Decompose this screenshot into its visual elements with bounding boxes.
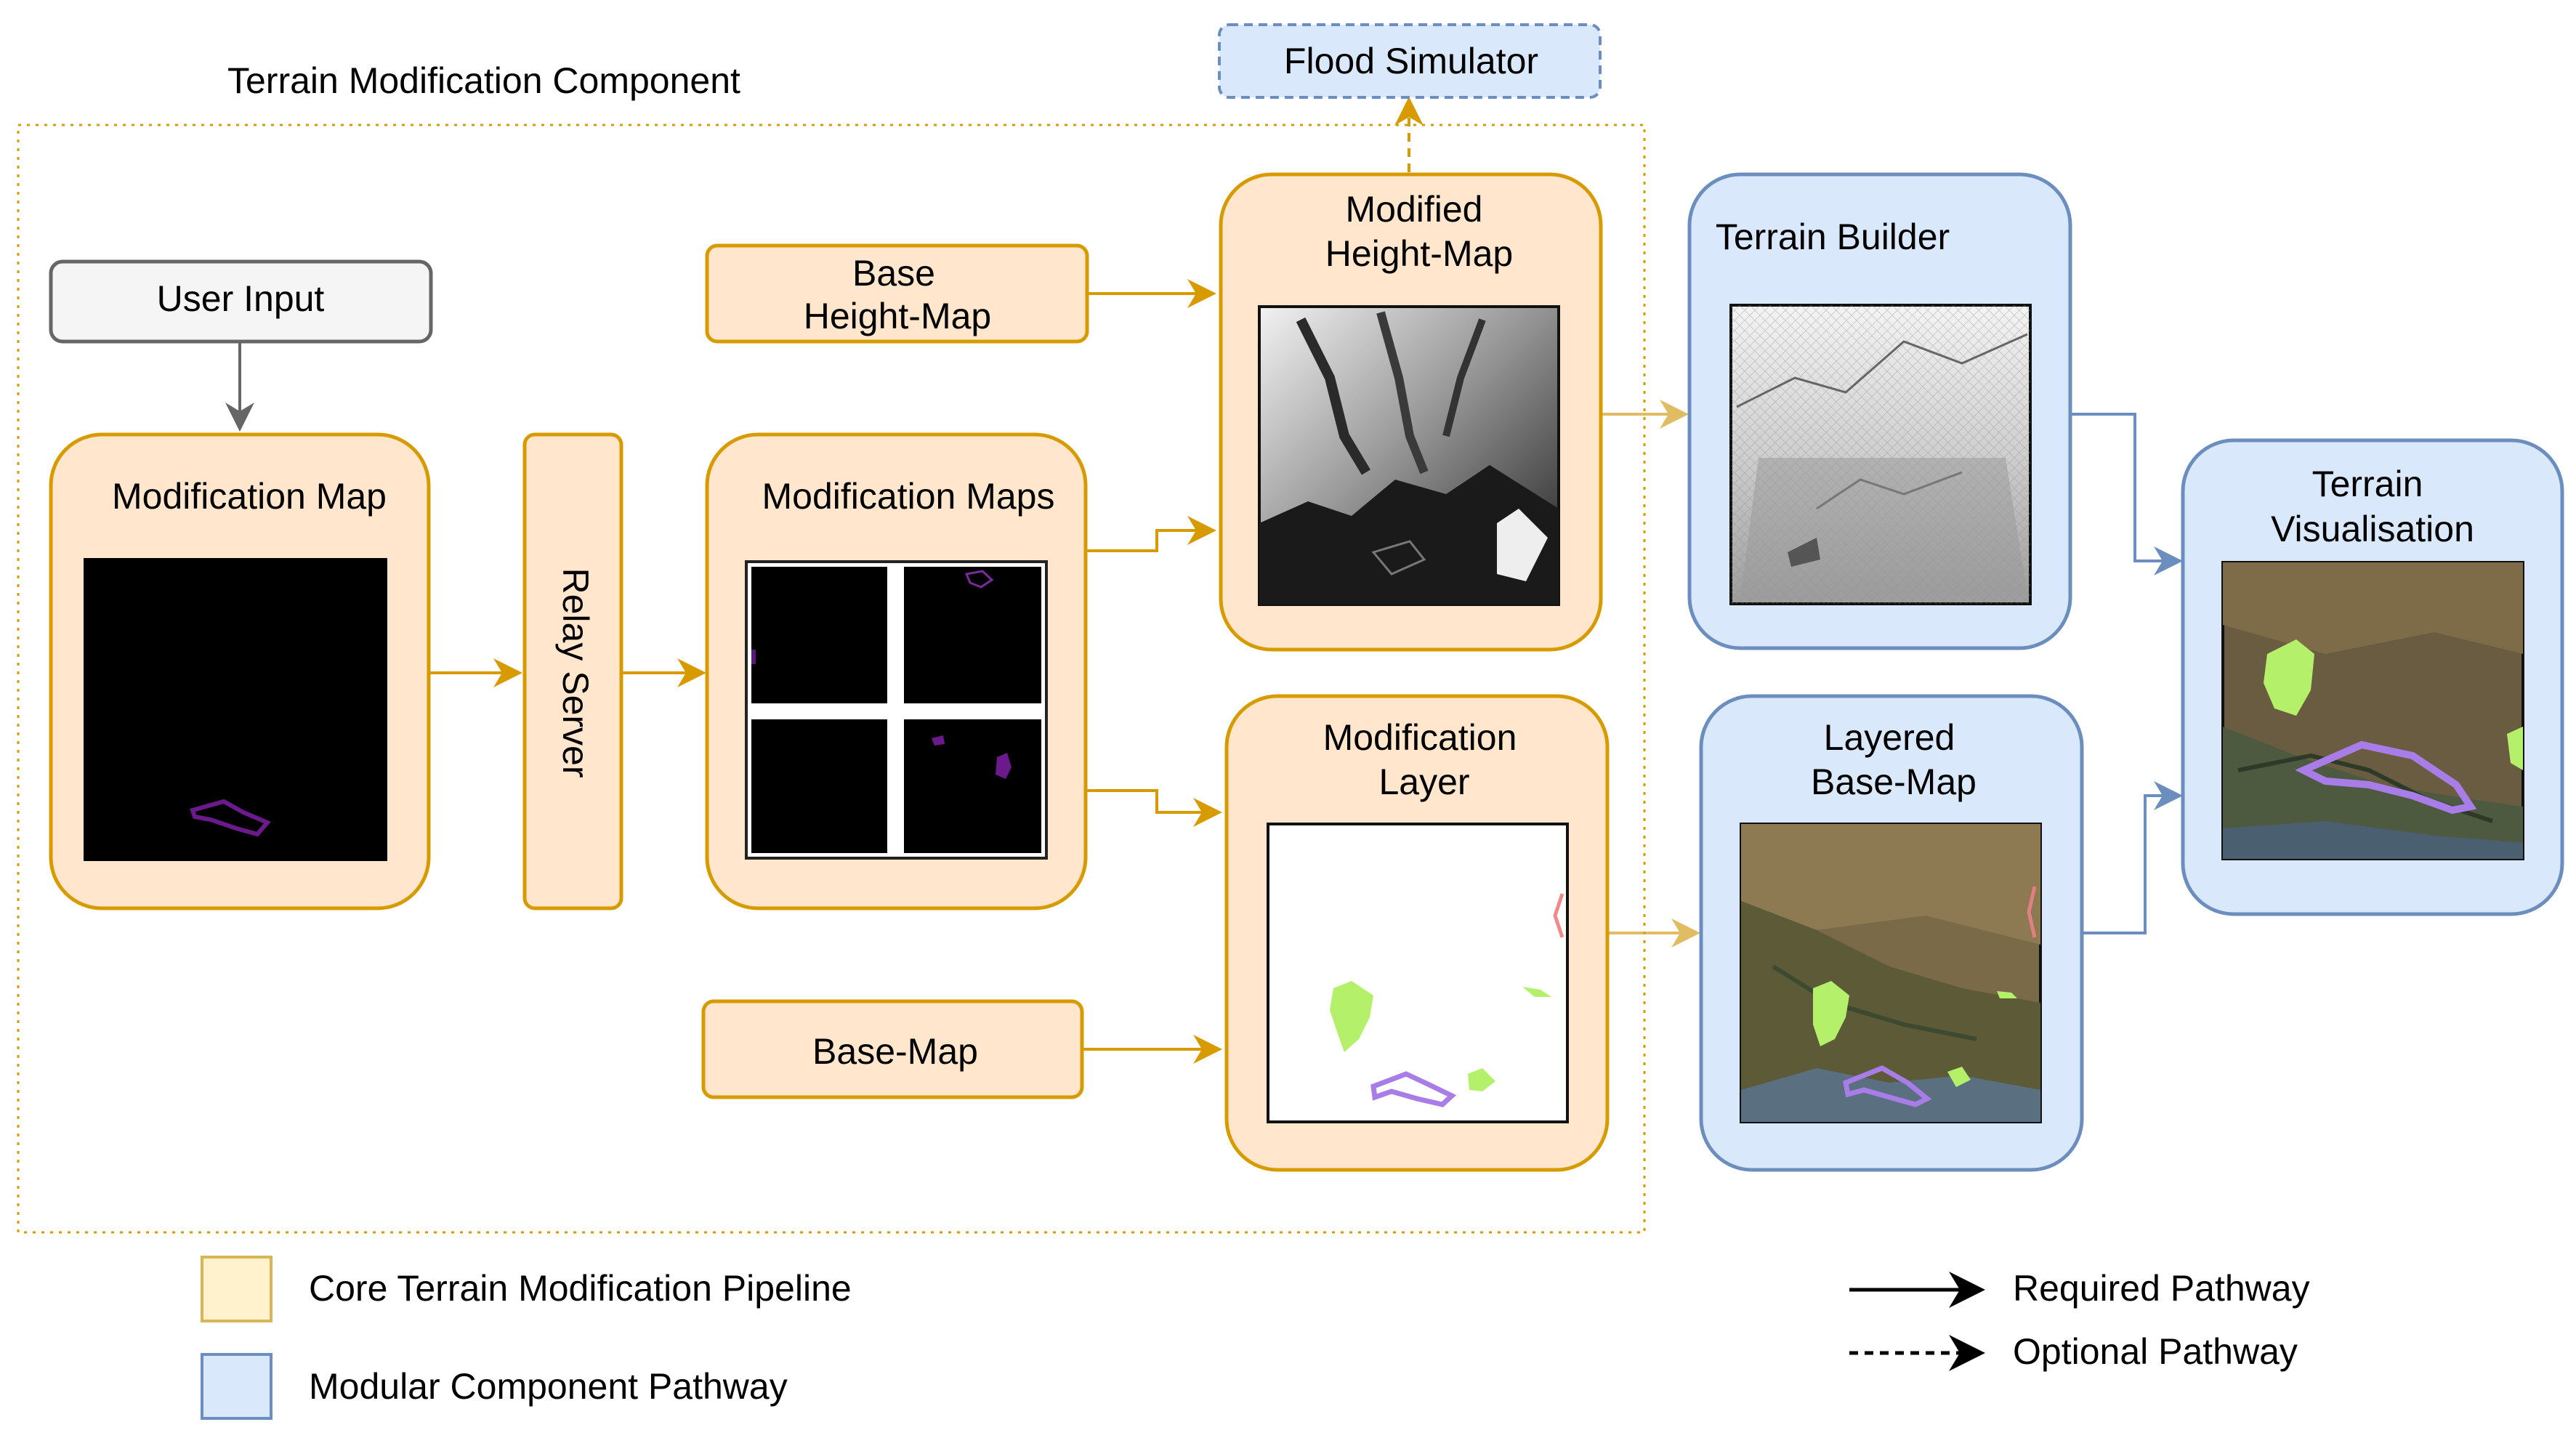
base-map-label: Base-Map [812,1031,978,1072]
modification-map-image [84,558,387,861]
modification-map-label: Modification Map [112,476,387,517]
legend: Core Terrain Modification Pipeline Modul… [201,1256,2310,1420]
terrain-visualisation-image [2221,561,2524,860]
modification-maps-image [745,560,1048,860]
modification-layer-node: Modification Layer [1224,694,1610,1172]
terrain-visualisation-node: Terrain Visualisation [2181,438,2564,916]
terrain-visualisation-label-line2: Visualisation [2271,509,2474,549]
modification-maps-node: Modification Maps [705,432,1088,910]
terrain-builder-node: Terrain Builder [1687,172,2072,650]
layered-base-map-node: Layered Base-Map [1699,694,2084,1172]
terrain-builder-label: Terrain Builder [1716,217,1950,257]
legend-core-label: Core Terrain Modification Pipeline [309,1268,852,1309]
layered-base-map-label-line2: Base-Map [1811,762,1977,802]
arrow-layered-base-map-to-visualisation [2082,781,2183,934]
modification-maps-label: Modification Maps [762,476,1055,517]
relay-server-label: Relay Server [555,568,596,778]
modification-layer-label-line1: Modification [1323,717,1517,758]
modification-layer-label-line2: Layer [1378,762,1469,802]
base-height-map-label-line1: Base [852,253,935,294]
user-input-label: User Input [157,278,325,319]
group-title: Terrain Modification Component [227,60,740,101]
modification-map-node: Modification Map [49,432,431,910]
arrow-modmaps-to-modified-heightmap [1086,516,1216,552]
terrain-modification-component-group [17,124,1646,1234]
base-map-node: Base-Map [701,999,1084,1099]
flood-simulator-node: Flood Simulator [1218,23,1602,99]
terrain-visualisation-label-line1: Terrain [2312,464,2423,504]
legend-optional-label: Optional Pathway [2013,1331,2298,1372]
layered-base-map-image [1740,823,2042,1123]
modified-height-map-node: Modified Height-Map [1219,172,1603,652]
layered-base-map-label-line1: Layered [1824,717,1955,758]
modified-height-map-image [1258,305,1560,606]
modification-layer-image [1267,823,1569,1123]
legend-modular-label: Modular Component Pathway [309,1366,788,1407]
user-input-node: User Input [49,259,433,344]
modified-height-map-label-line1: Modified [1346,189,1483,230]
modification-map-outline [190,799,271,837]
legend-core-swatch [201,1256,272,1322]
modified-height-map-label-line2: Height-Map [1325,233,1513,274]
relay-server-node: Relay Server [522,432,623,910]
connectors [225,97,2183,1064]
arrow-terrain-builder-to-visualisation [2070,413,2183,575]
base-height-map-label-line2: Height-Map [804,296,991,336]
legend-required-label: Required Pathway [2013,1268,2310,1309]
base-height-map-node: Base Height-Map [705,243,1089,344]
flood-simulator-label: Flood Simulator [1284,41,1538,81]
terrain-builder-image [1729,304,2032,605]
arrow-modmaps-to-modification-layer [1086,789,1222,827]
legend-modular-swatch [201,1353,272,1420]
